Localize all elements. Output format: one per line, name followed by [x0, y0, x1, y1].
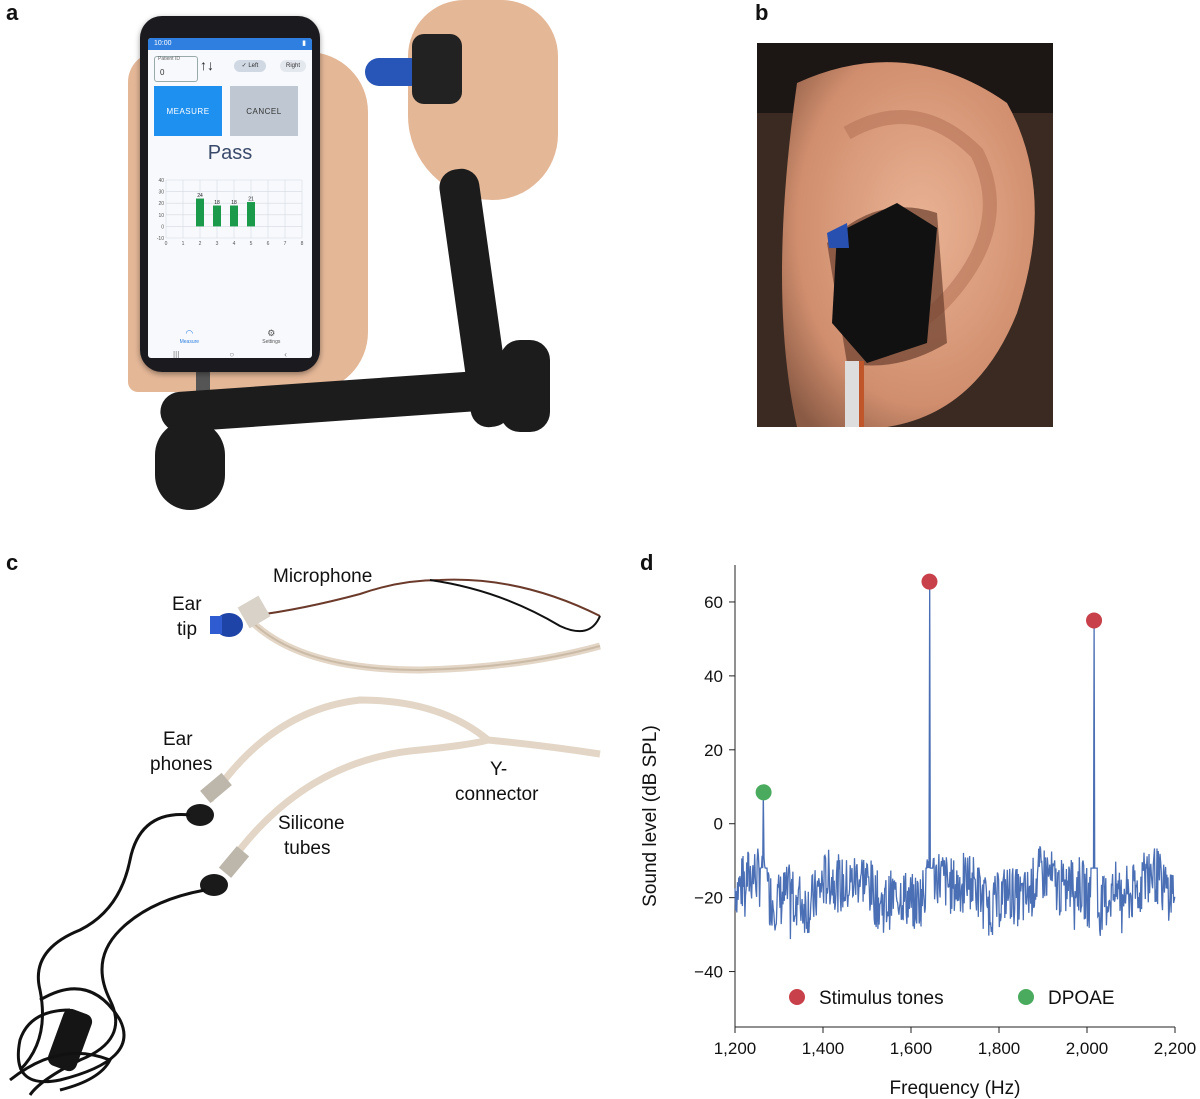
- device-components-illustration: [9, 578, 601, 1096]
- panel-c-device-photo: Microphone Ear tip Ear phones Silicone t…: [0, 540, 620, 1099]
- right-ear-label: Right: [285, 63, 300, 69]
- sort-arrows-icon[interactable]: ↑↓: [200, 57, 214, 73]
- panel-letter-c: c: [6, 550, 19, 575]
- mini-bar-label: 24: [197, 193, 203, 199]
- panel-letter-b: b: [755, 0, 769, 25]
- mini-y-tick: 0: [161, 224, 164, 230]
- nav-settings-label: Settings: [262, 339, 281, 345]
- y-tick-label: 40: [704, 667, 723, 686]
- spectrum-line: [734, 581, 1176, 940]
- mini-x-tick: 5: [250, 241, 253, 247]
- ear-icon: ◠: [185, 328, 194, 338]
- label-ear-phones-line2: phones: [150, 754, 213, 775]
- x-axis-title: Frequency (Hz): [890, 1078, 1021, 1099]
- mini-bar: [213, 205, 221, 227]
- stimulus-tone-marker: [921, 573, 938, 590]
- mini-x-tick: 6: [267, 241, 270, 247]
- mini-bar-label: 21: [248, 197, 254, 203]
- system-nav-bar: ||| ○ ‹: [148, 350, 312, 358]
- x-tick-label: 2,200: [1154, 1039, 1197, 1058]
- label-ear-tip-line1: Ear: [172, 594, 202, 615]
- mini-y-tick: 30: [158, 190, 164, 196]
- left-ear-label: Left: [248, 63, 259, 69]
- nav-measure-label: Measure: [179, 339, 200, 345]
- mini-y-tick: 20: [158, 201, 164, 207]
- patient-id-value: 0: [160, 68, 165, 77]
- patient-id-label: Patient ID: [158, 56, 180, 62]
- mini-x-tick: 1: [182, 241, 185, 247]
- x-tick-label: 2,000: [1066, 1039, 1109, 1058]
- measure-button[interactable]: MEASURE: [154, 86, 222, 136]
- label-ear-tip-line2: tip: [177, 619, 198, 640]
- right-ear-toggle[interactable]: Right: [280, 60, 306, 72]
- stimulus-tone-marker: [1086, 612, 1103, 629]
- patient-id-field[interactable]: Patient ID 0: [154, 56, 198, 82]
- x-tick-label: 1,600: [890, 1039, 933, 1058]
- mini-bar-label: 18: [214, 200, 220, 206]
- mini-x-tick: 4: [233, 241, 236, 247]
- ear-photo-illustration: [757, 43, 1053, 427]
- label-y-connector-line1: Y-: [490, 759, 508, 780]
- label-microphone: Microphone: [273, 566, 373, 587]
- app-screen: 10:00 ▮ Patient ID 0 ↑↓ ✓ Left Right MEA…: [148, 38, 312, 358]
- y-axis-title: Sound level (dB SPL): [640, 725, 661, 907]
- mini-x-tick: 8: [301, 241, 304, 247]
- mini-y-tick: -10: [157, 236, 164, 242]
- mini-bar-label: 18: [231, 200, 237, 206]
- mini-bar: [247, 202, 255, 227]
- nav-measure[interactable]: ◠Measure: [180, 328, 199, 358]
- cancel-button[interactable]: CANCEL: [230, 86, 298, 136]
- battery-icon: ▮: [302, 40, 306, 47]
- result-status: Pass: [207, 142, 253, 164]
- braided-cable-loop: [155, 420, 225, 510]
- y-tick-label: −20: [694, 889, 723, 908]
- label-ear-phones-line1: Ear: [163, 729, 193, 750]
- panel-a-photo: 10:00 ▮ Patient ID 0 ↑↓ ✓ Left Right MEA…: [0, 0, 600, 520]
- legend-marker: [789, 989, 805, 1005]
- y-tick-label: 60: [704, 593, 723, 612]
- mini-bar: [196, 198, 204, 227]
- panel-letter-a: a: [6, 0, 19, 25]
- left-ear-toggle[interactable]: ✓ Left: [234, 60, 266, 72]
- bottom-nav: ◠Measure ⚙Settings: [148, 328, 312, 358]
- smartphone: 10:00 ▮ Patient ID 0 ↑↓ ✓ Left Right MEA…: [140, 16, 320, 372]
- label-y-connector-line2: connector: [455, 784, 539, 805]
- x-tick-label: 1,400: [802, 1039, 845, 1058]
- y-tick-label: −40: [694, 963, 723, 982]
- mini-x-tick: 0: [165, 241, 168, 247]
- legend-marker: [1018, 989, 1034, 1005]
- mini-x-tick: 3: [216, 241, 219, 247]
- mini-y-tick: 40: [158, 178, 164, 184]
- mini-x-tick: 7: [284, 241, 287, 247]
- status-bar: 10:00 ▮: [148, 38, 312, 50]
- legend-label: Stimulus tones: [819, 988, 944, 1009]
- recent-apps-icon[interactable]: |||: [173, 350, 180, 358]
- home-icon[interactable]: ○: [229, 350, 235, 358]
- panel-b-ear-photo: [757, 43, 1053, 427]
- dpoae-marker: [755, 784, 772, 801]
- nav-settings[interactable]: ⚙Settings: [262, 328, 280, 358]
- ear-probe-black: [412, 34, 462, 104]
- panel-letter-d: d: [640, 550, 654, 575]
- gear-icon: ⚙: [267, 328, 276, 338]
- braided-cable-end: [500, 340, 550, 432]
- check-icon: ✓: [241, 63, 249, 69]
- mini-y-tick: 10: [158, 213, 164, 219]
- ear-tip-blue: [365, 58, 415, 86]
- y-tick-label: 20: [704, 741, 723, 760]
- dpoae-spectrum-chart: −40 −20 0 20 40 60 1,200 1,400 1,600 1,800 2,000 2,…: [640, 565, 1197, 1099]
- label-silicone-line2: tubes: [284, 838, 331, 859]
- mini-bar: [230, 205, 238, 227]
- y-tick-label: 0: [714, 815, 723, 834]
- status-time: 10:00: [154, 40, 172, 47]
- legend-label: DPOAE: [1048, 988, 1115, 1009]
- mini-x-tick: 2: [199, 241, 202, 247]
- label-silicone-line1: Silicone: [278, 813, 345, 834]
- back-icon[interactable]: ‹: [284, 350, 287, 358]
- x-tick-label: 1,800: [978, 1039, 1021, 1058]
- x-tick-label: 1,200: [714, 1039, 757, 1058]
